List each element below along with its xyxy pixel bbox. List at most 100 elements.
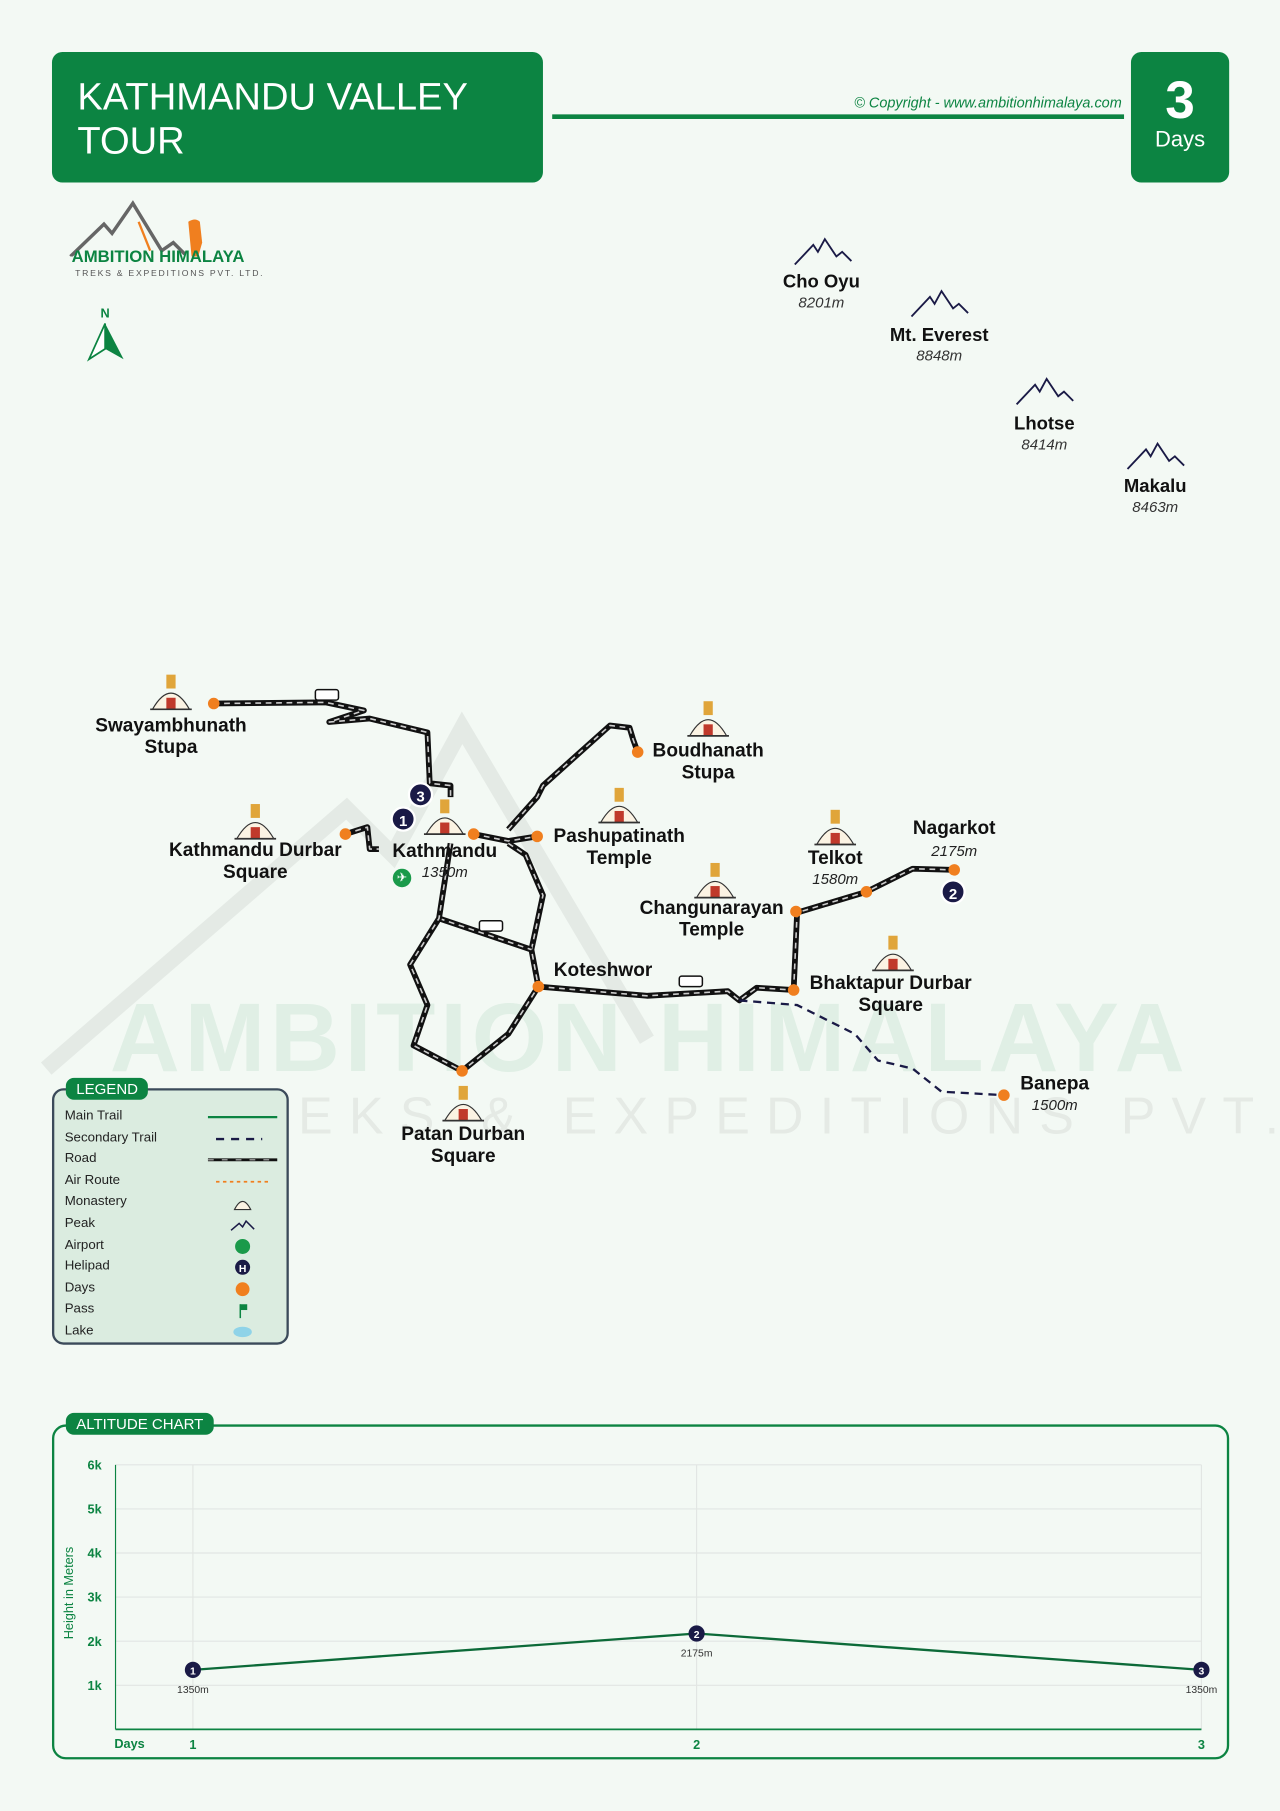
place-name: Swayambhunath — [95, 715, 247, 736]
day-stop-dot — [532, 980, 545, 993]
title-line-2: TOUR — [77, 118, 185, 162]
monastery-icon — [150, 674, 192, 711]
logo-mountain-icon — [69, 200, 203, 259]
door — [703, 724, 713, 736]
road-center — [345, 826, 379, 850]
watermark-tagline: TREKS & EXPEDITIONS PVT. LTD. — [196, 1085, 1280, 1145]
place-name: Pashupatinath — [553, 825, 685, 847]
x-tick-label: 2 — [693, 1738, 700, 1752]
day-stop-dot — [531, 830, 543, 843]
label-kathmandu: Kathmandu — [392, 841, 498, 862]
day-stop-dot — [339, 828, 352, 840]
legend-symbol: H — [235, 1259, 251, 1276]
label-koteshwor: Koteshwor — [553, 959, 653, 981]
altitude-point-marker: 3 — [1199, 1666, 1205, 1677]
peak-icons — [794, 237, 1185, 470]
x-tick-label: 1 — [189, 1738, 196, 1752]
spire — [703, 701, 713, 716]
legend-item: Road — [64, 1151, 97, 1166]
legend-item: Monastery — [64, 1194, 127, 1209]
header-divider — [552, 114, 1125, 119]
day-stop-dot — [948, 864, 960, 876]
monastery-icon — [442, 1085, 485, 1122]
bus-icon — [678, 975, 704, 988]
day-stop-dot — [467, 828, 480, 840]
helipad-h: H — [239, 1264, 247, 1275]
altitude-chart: ALTITUDE CHART — [51, 1412, 1230, 1760]
x-axis-label: Days — [114, 1737, 145, 1752]
peak-name: Mt. Everest — [889, 325, 989, 346]
road-center — [538, 985, 794, 1002]
altitude-data-label: 2175m — [681, 1649, 713, 1660]
y-tick-label: 3k — [88, 1591, 103, 1605]
peak-icon — [794, 237, 853, 266]
legend-symbol — [233, 1326, 252, 1338]
monastery-icon — [872, 935, 914, 972]
altitude-point-marker: 2 — [694, 1630, 700, 1641]
spire — [888, 935, 898, 950]
peak-altitude: 8848m — [916, 346, 963, 364]
airport-icon: ✈ — [392, 868, 412, 888]
legend-symbol — [233, 1201, 252, 1211]
north-arrow-icon — [86, 323, 124, 362]
spire — [440, 799, 450, 814]
y-tick-label: 4k — [88, 1547, 103, 1561]
copyright: © Copyright - www.ambitionhimalaya.com — [854, 94, 1122, 111]
legend-item: Air Route — [64, 1173, 121, 1188]
days-badge: 3 Days — [1130, 51, 1230, 183]
place-name-2: Stupa — [144, 737, 198, 758]
peak-icon — [1015, 377, 1074, 405]
place-name-2: Temple — [586, 847, 652, 869]
legend-item: Lake — [64, 1323, 94, 1338]
lake-icon — [233, 1326, 252, 1338]
road-center — [213, 701, 452, 798]
place-name: Bhaktapur Durbar — [809, 972, 972, 994]
spire — [458, 1085, 468, 1100]
days-dot-icon — [235, 1282, 250, 1296]
monastery-icon — [233, 1201, 252, 1211]
road-center — [409, 843, 540, 1072]
road-center — [507, 842, 544, 987]
altitude-nagarkot: 2175m — [931, 842, 978, 860]
door — [250, 827, 260, 839]
bus-body — [678, 975, 704, 988]
bus-icon — [314, 688, 340, 701]
legend-symbol — [230, 1219, 255, 1231]
label-nagarkot: Nagarkot — [912, 817, 996, 839]
road — [438, 915, 533, 953]
pass-flag-icon — [240, 1304, 248, 1311]
road-center — [507, 724, 639, 830]
place-name-2: Square — [858, 994, 923, 1016]
altitude-data-label: 1350m — [177, 1685, 209, 1696]
logo-name: AMBITION HIMALAYA — [71, 248, 245, 267]
altitude-point — [688, 1625, 705, 1642]
logo: AMBITION HIMALAYA TREKS & EXPEDITIONS PV… — [64, 199, 283, 280]
peak-altitude: 8201m — [798, 293, 845, 311]
legend-symbol — [216, 1137, 263, 1140]
day-stop-dot — [456, 1065, 468, 1077]
legend-symbol — [207, 1158, 278, 1162]
helipad-icon — [235, 1259, 251, 1276]
door — [830, 832, 840, 845]
legend-symbol — [235, 1282, 250, 1296]
peak-icon — [910, 289, 969, 318]
door — [710, 886, 720, 898]
days-label: Days — [1155, 128, 1206, 153]
door — [614, 810, 624, 823]
road-center — [473, 833, 538, 842]
day-marker-1: 1 — [390, 806, 416, 832]
route-map — [150, 674, 1010, 1122]
door — [888, 958, 898, 971]
altitude-point — [1193, 1661, 1210, 1678]
bus-body — [478, 919, 504, 932]
place-name: Patan Durban — [401, 1124, 526, 1145]
